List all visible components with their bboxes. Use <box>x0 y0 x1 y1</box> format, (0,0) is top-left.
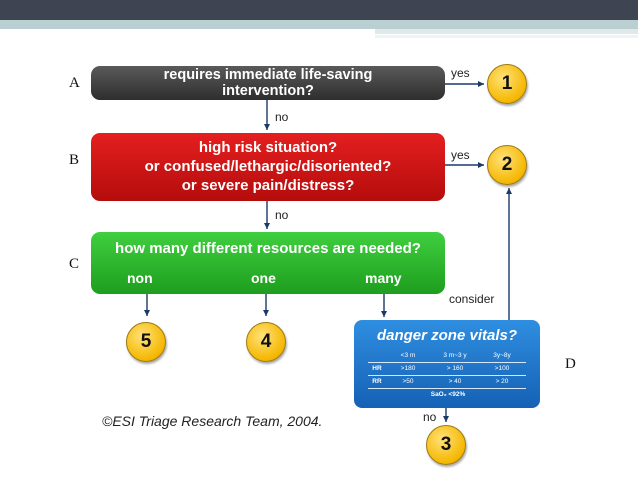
box-c-option-many: many <box>365 270 402 286</box>
level-5-badge: 5 <box>126 322 166 362</box>
edge-label-no-b: no <box>275 208 289 222</box>
vitals-row-hr: HR >180 > 160 >100 <box>368 363 526 375</box>
box-c-question: how many different resources are needed? <box>115 240 421 257</box>
box-b-line2: or confused/lethargic/disoriented? <box>144 158 392 175</box>
box-a-line2: intervention? <box>222 83 314 99</box>
side-label-d: D <box>565 356 576 372</box>
vitals-divider <box>368 362 526 363</box>
vitals-cell: > 40 <box>448 378 462 385</box>
vitals-row-label: RR <box>372 378 382 385</box>
vitals-cell: >50 <box>402 378 414 385</box>
vitals-header-row: <3 m 3 m~3 y 3y~8y <box>368 350 526 362</box>
vitals-divider <box>368 388 526 389</box>
vitals-header-cell: 3 m~3 y <box>443 352 467 359</box>
vitals-cell: > 160 <box>446 365 464 372</box>
box-d-title: danger zone vitals? <box>376 327 518 344</box>
vitals-sao2: SaO₂ <92% <box>430 391 466 398</box>
level-2-badge: 2 <box>487 145 527 185</box>
side-label-b: B <box>69 152 80 168</box>
vitals-header-cell: <3 m <box>400 352 416 359</box>
box-c-option-one: one <box>251 270 276 286</box>
edge-label-no-a: no <box>275 110 289 124</box>
stripe-decoration <box>0 20 638 29</box>
vitals-cell: > 20 <box>495 378 509 385</box>
box-b-line3: or severe pain/distress? <box>181 177 355 194</box>
vitals-row-sao2: SaO₂ <92% <box>368 389 526 401</box>
level-3-badge: 3 <box>426 425 466 465</box>
edge-label-yes-b: yes <box>451 148 470 162</box>
vitals-cell: >180 <box>400 365 416 372</box>
title-bar-decoration <box>0 0 638 20</box>
stripe-decoration-lighter <box>375 35 638 38</box>
decision-box-b: high risk situation? or confused/letharg… <box>91 133 445 201</box>
box-c-option-none: non <box>127 270 153 286</box>
side-label-a: A <box>69 75 80 91</box>
stripe-decoration-light <box>375 29 638 34</box>
decision-box-d: danger zone vitals? <3 m 3 m~3 y 3y~8y H… <box>354 320 540 408</box>
level-4-badge: 4 <box>246 322 286 362</box>
copyright-credit: ©ESI Triage Research Team, 2004. <box>102 413 323 429</box>
vitals-header-cell: 3y~8y <box>493 352 511 359</box>
vitals-row-rr: RR >50 > 40 > 20 <box>368 376 526 388</box>
box-a-line1: requires immediate life-saving <box>163 67 373 83</box>
decision-box-a: requires immediate life-saving intervent… <box>91 66 445 100</box>
vitals-row-label: HR <box>372 365 382 372</box>
level-1-badge: 1 <box>487 64 527 104</box>
edge-label-no-d: no <box>423 410 437 424</box>
side-label-c: C <box>69 256 80 272</box>
vitals-cell: >100 <box>494 365 510 372</box>
edge-label-yes-a: yes <box>451 66 470 80</box>
vitals-divider <box>368 375 526 376</box>
decision-box-c: how many different resources are needed?… <box>91 232 445 294</box>
box-b-line1: high risk situation? <box>198 139 338 156</box>
edge-label-consider: consider <box>449 292 495 306</box>
